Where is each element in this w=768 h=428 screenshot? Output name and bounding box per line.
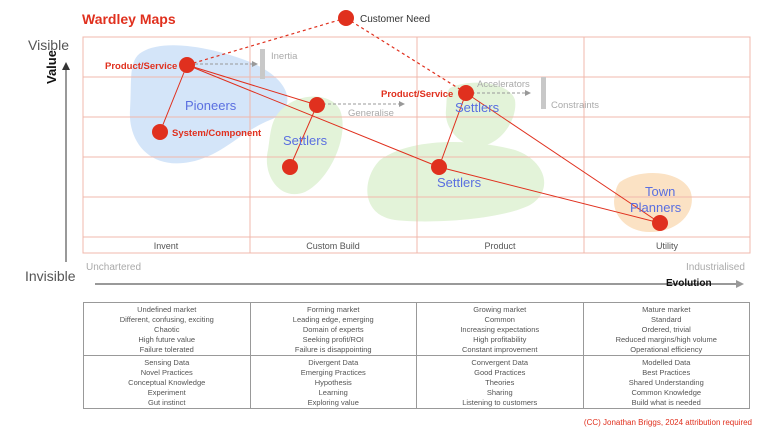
practice-cell-custom-build: Divergent Data Emerging Practices Hypoth… (249, 355, 417, 409)
accelerators-label: Accelerators (477, 79, 530, 90)
inertia-barrier (260, 49, 265, 79)
constraints-barrier (541, 77, 546, 109)
settlers-label-3: Settlers (437, 175, 482, 190)
product-node (431, 159, 447, 175)
y-axis-bottom-label: Invisible (25, 268, 76, 284)
product-service-node-1 (179, 57, 195, 73)
product-service-label-2: Product/Service (381, 89, 453, 100)
x-axis-right-label: Industrialised (686, 262, 745, 273)
system-component-node (152, 124, 168, 140)
dependency-lines (159, 17, 661, 224)
product-service-label-1: Product/Service (105, 61, 177, 72)
stage-label-utility: Utility (656, 241, 678, 251)
market-cell-utility: Mature market Standard Ordered, trivial … (582, 302, 750, 356)
custom-build-node (282, 159, 298, 175)
practice-row: Sensing Data Novel Practices Conceptual … (83, 355, 750, 409)
x-axis-title: Evolution (666, 278, 712, 289)
settlers-label-1: Settlers (283, 133, 328, 148)
planners-label: Planners (630, 200, 682, 215)
system-component-label: System/Component (172, 128, 262, 139)
y-axis-arrow-icon (62, 62, 70, 70)
inertia-label: Inertia (271, 51, 298, 62)
wardley-map: Customer Need Product/Service System/Com… (62, 10, 751, 288)
movement-arrows (190, 61, 531, 107)
stage-label-product: Product (484, 241, 516, 251)
settlers-component-node (309, 97, 325, 113)
town-label: Town (645, 184, 675, 199)
stage-label-custom-build: Custom Build (306, 241, 360, 251)
settlers-region-3 (367, 141, 545, 222)
customer-need-node (338, 10, 354, 26)
market-cell-custom-build: Forming market Leading edge, emerging Do… (249, 302, 417, 356)
page-title: Wardley Maps (82, 11, 176, 27)
practice-cell-product: Convergent Data Good Practices Theories … (416, 355, 584, 409)
practice-cell-utility: Modelled Data Best Practices Shared Unde… (582, 355, 750, 409)
town-planners-region (614, 172, 692, 232)
generalise-label: Generalise (348, 108, 394, 119)
stage-label-invent: Invent (153, 241, 179, 251)
x-axis-left-label: Unchartered (86, 262, 142, 273)
map-grid (82, 36, 751, 254)
market-cell-product: Growing market Common Increasing expecta… (416, 302, 584, 356)
utility-node (652, 215, 668, 231)
market-cell-invent: Undefined market Different, confusing, e… (83, 302, 251, 356)
pioneers-region (129, 45, 288, 164)
x-axis-arrow-icon (736, 280, 744, 288)
product-service-node-2 (458, 85, 474, 101)
characteristics-table: Undefined market Different, confusing, e… (83, 302, 750, 409)
pioneers-label: Pioneers (185, 98, 237, 113)
y-axis-top-label: Visible (28, 37, 69, 53)
constraints-label: Constraints (551, 100, 599, 111)
customer-need-label: Customer Need (360, 14, 430, 25)
practice-cell-invent: Sensing Data Novel Practices Conceptual … (83, 355, 251, 409)
copyright-notice: (CC) Jonathan Briggs, 2024 attribution r… (583, 418, 752, 427)
market-row: Undefined market Different, confusing, e… (83, 302, 750, 356)
settlers-label-2: Settlers (455, 100, 500, 115)
